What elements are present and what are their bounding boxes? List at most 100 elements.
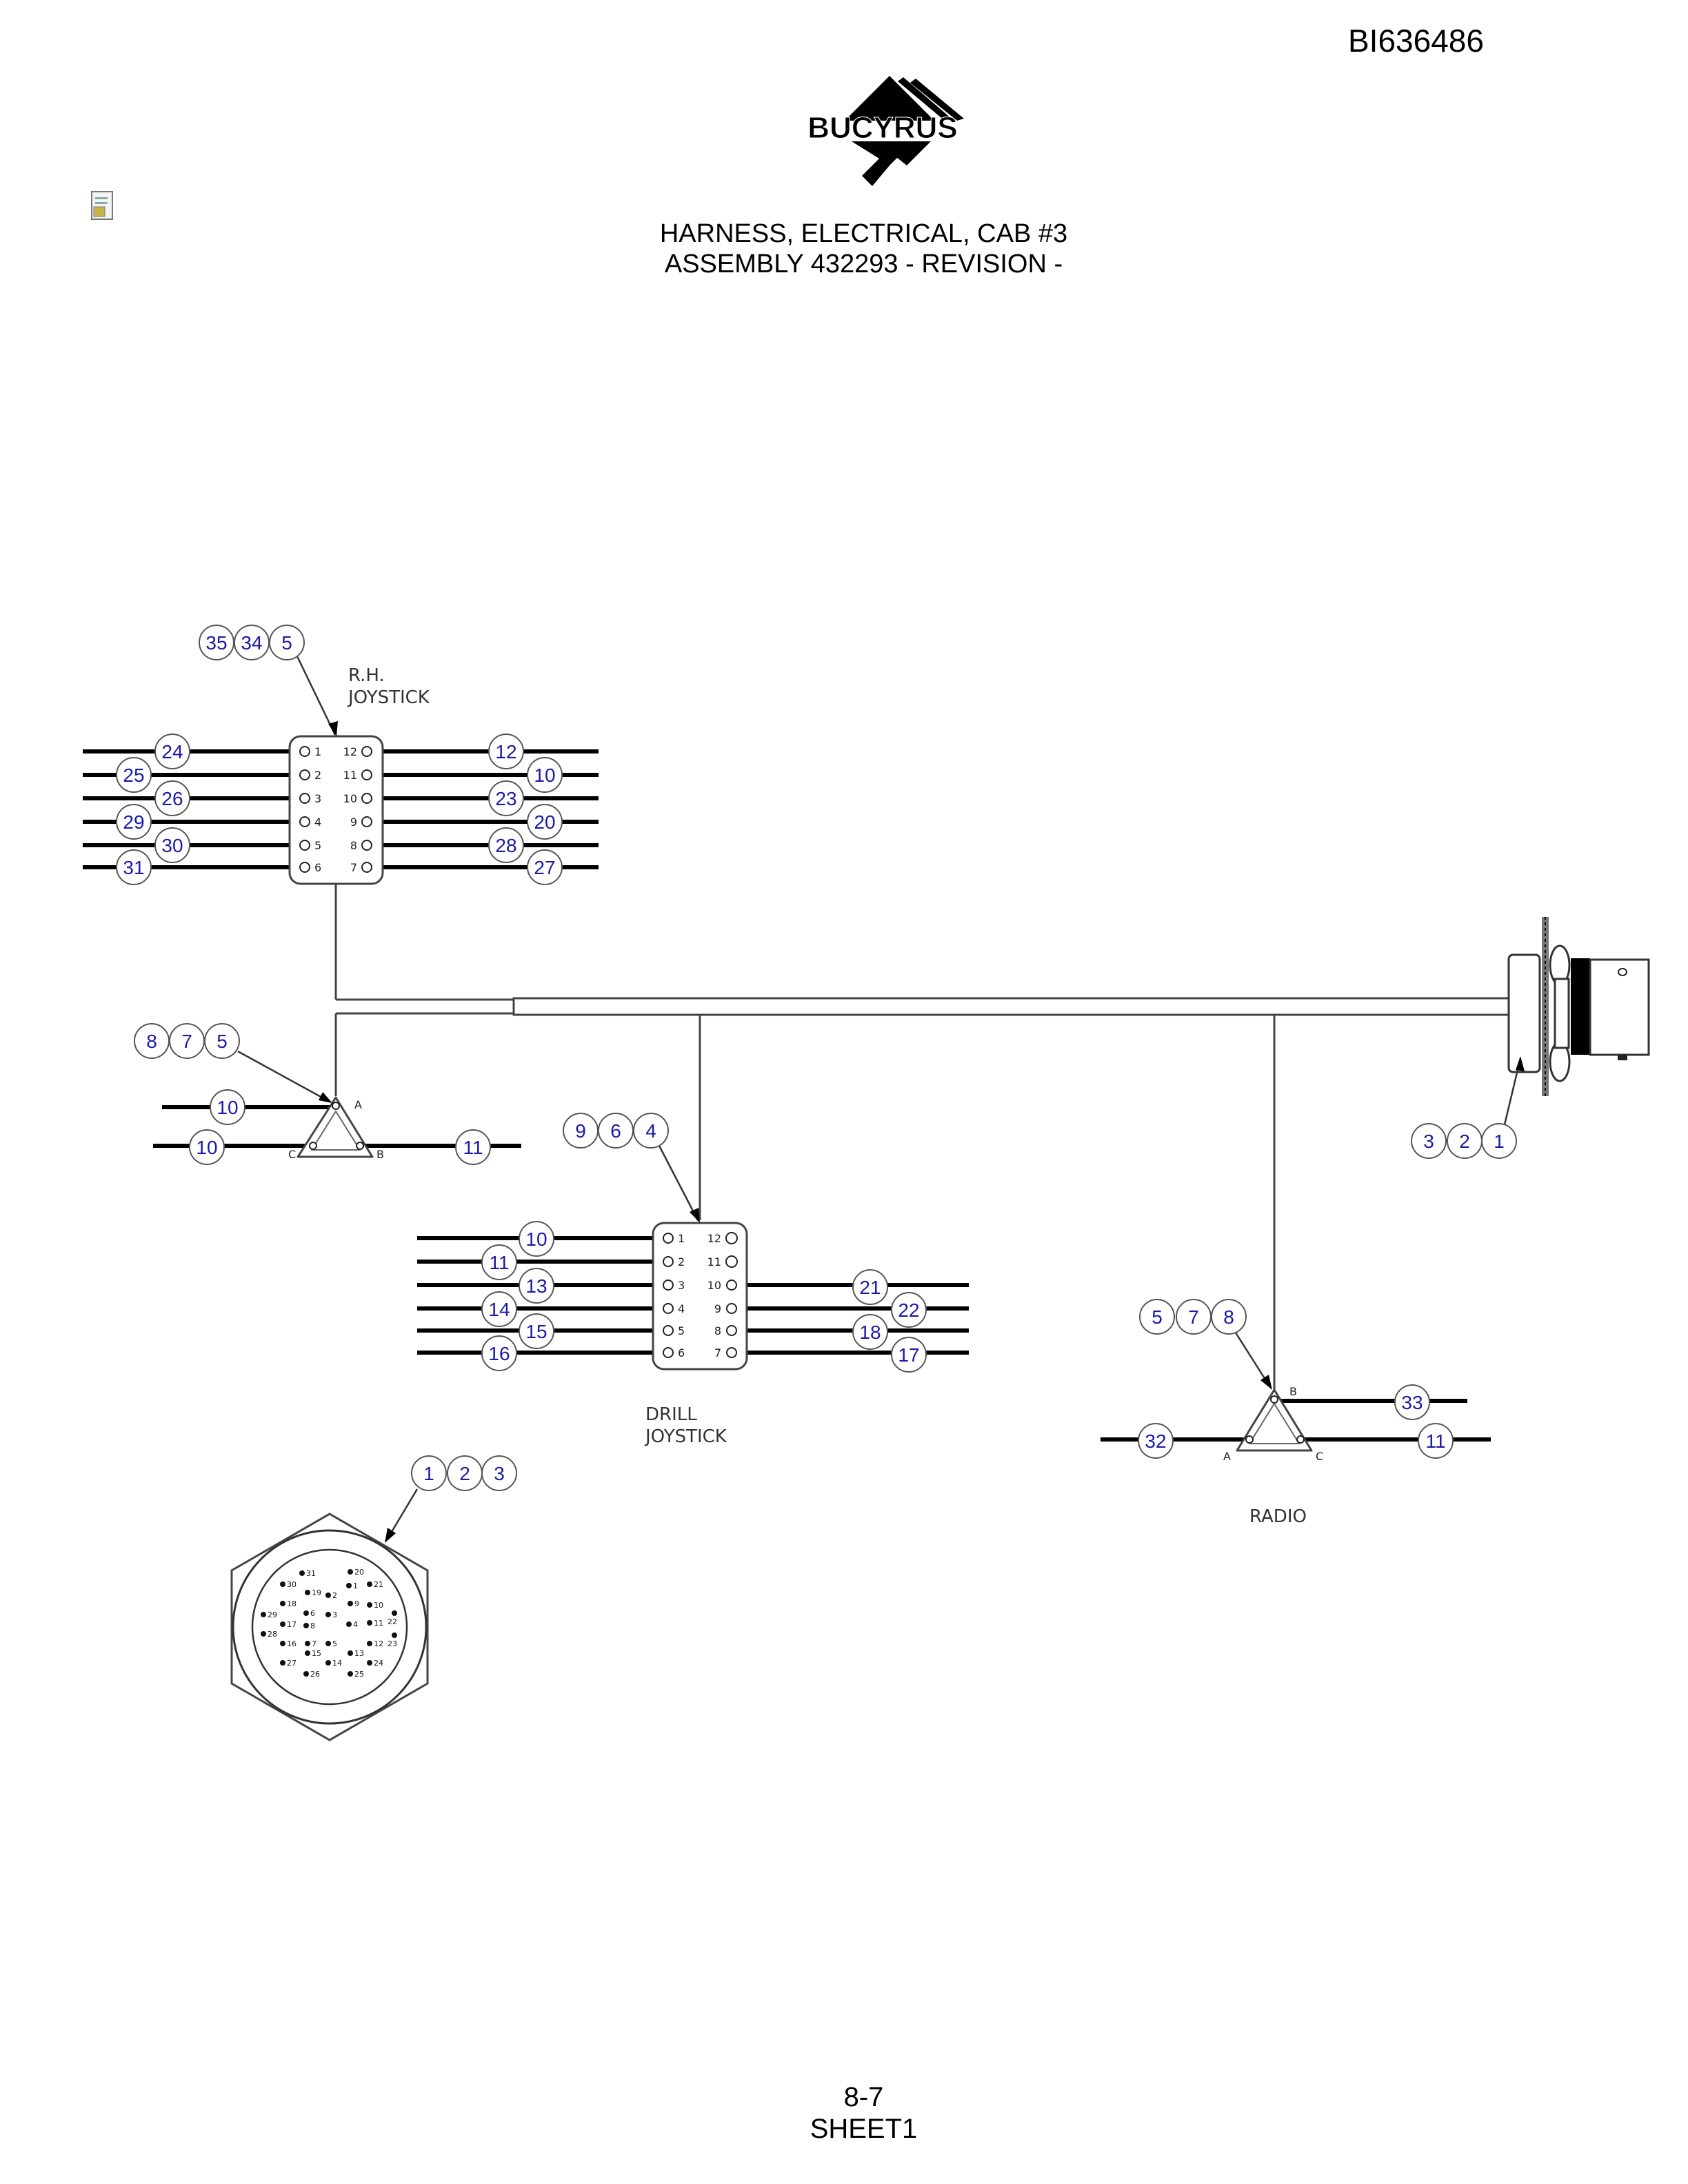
document-icon[interactable] bbox=[90, 190, 117, 222]
wire-callout: 26 bbox=[161, 788, 183, 809]
wire-callout: 31 bbox=[123, 857, 144, 878]
pin-label: 9 bbox=[714, 1302, 721, 1315]
connector-face-view: 31 30 20 19 21 18 29 9 10 17 22 23 8 16 … bbox=[230, 1455, 517, 1741]
pin-label: 6 bbox=[314, 861, 321, 874]
wire-callout: 27 bbox=[534, 857, 555, 878]
part-callout: 8 bbox=[146, 1031, 157, 1052]
sheet-label: SHEET1 bbox=[810, 2114, 918, 2144]
part-callout: 7 bbox=[1188, 1306, 1199, 1328]
pin-number: 6 bbox=[310, 1609, 315, 1618]
pin-label: 4 bbox=[678, 1302, 685, 1315]
pin-number: 12 bbox=[374, 1639, 383, 1648]
drill-joystick-connector: 1 2 3 4 5 6 12 11 10 9 8 7 DRILL JOYSTIC… bbox=[417, 1113, 969, 1447]
rh-joystick-label: JOYSTICK bbox=[347, 687, 430, 708]
pin-number: 19 bbox=[312, 1588, 321, 1597]
pin-number: 4 bbox=[353, 1620, 358, 1629]
radio-label: RADIO bbox=[1249, 1506, 1307, 1527]
wire-callout: 10 bbox=[196, 1137, 217, 1158]
page-number: 8-7 bbox=[843, 2082, 884, 2112]
pin-label: 5 bbox=[314, 839, 321, 852]
pin-label: C bbox=[288, 1148, 296, 1161]
pin-number: 9 bbox=[354, 1599, 359, 1608]
pin-label: 3 bbox=[678, 1279, 685, 1292]
pin-number: 22 bbox=[388, 1617, 397, 1626]
part-callout: 5 bbox=[281, 632, 292, 654]
wire-callout: 32 bbox=[1145, 1430, 1166, 1452]
part-callout: 6 bbox=[610, 1120, 621, 1142]
wire-callout: 16 bbox=[488, 1343, 510, 1364]
pin-number: 27 bbox=[287, 1659, 297, 1668]
logo-wordmark: BUCYRUS bbox=[807, 111, 958, 145]
pin-label: 11 bbox=[707, 1255, 721, 1268]
pin-number: 11 bbox=[374, 1619, 383, 1628]
wire-callout: 14 bbox=[488, 1299, 510, 1320]
pin-label: 9 bbox=[350, 816, 357, 829]
pin-label: 12 bbox=[707, 1232, 721, 1245]
pin-label: A bbox=[1223, 1450, 1231, 1463]
pin-number: 2 bbox=[332, 1591, 337, 1600]
wire-callout: 33 bbox=[1401, 1392, 1423, 1413]
part-callout: 5 bbox=[217, 1031, 228, 1052]
part-callout: 2 bbox=[459, 1463, 470, 1484]
rh-joystick-connector: 1 2 3 4 5 6 12 11 10 9 8 7 R.H. JOYSTICK bbox=[83, 654, 599, 885]
pin-label: C bbox=[1316, 1450, 1323, 1463]
wire-callout: 11 bbox=[1425, 1430, 1445, 1452]
pin-label: 12 bbox=[343, 745, 357, 758]
pin-label: 8 bbox=[714, 1324, 721, 1337]
wire-callout: 12 bbox=[495, 741, 516, 762]
part-callout: 7 bbox=[181, 1031, 192, 1052]
pin-label: 1 bbox=[314, 745, 321, 758]
pin-number: 13 bbox=[354, 1649, 364, 1658]
pin-number: 3 bbox=[332, 1610, 337, 1619]
pin-number: 31 bbox=[306, 1569, 316, 1578]
pin-label: 10 bbox=[707, 1279, 721, 1292]
pin-label: B bbox=[1289, 1385, 1297, 1398]
rh-joystick-label: R.H. bbox=[348, 665, 385, 686]
pin-number: 20 bbox=[354, 1568, 364, 1577]
wire-callout: 28 bbox=[495, 835, 516, 856]
pin-number: 30 bbox=[287, 1580, 297, 1589]
pin-label: 7 bbox=[350, 861, 357, 874]
wire-callout: 10 bbox=[534, 765, 555, 786]
wire-callout: 11 bbox=[463, 1137, 483, 1158]
part-callout: 3 bbox=[494, 1463, 505, 1484]
wire-callout: 15 bbox=[525, 1321, 547, 1342]
pin-number: 29 bbox=[268, 1610, 277, 1619]
pin-number: 5 bbox=[332, 1639, 337, 1648]
pin-number: 28 bbox=[268, 1630, 277, 1639]
pin-number: 24 bbox=[374, 1659, 383, 1668]
part-callout: 9 bbox=[575, 1120, 586, 1142]
pin-number: 14 bbox=[332, 1659, 342, 1668]
part-callout: 1 bbox=[1494, 1131, 1505, 1152]
part-callout: 1 bbox=[423, 1463, 434, 1484]
part-callout: 8 bbox=[1223, 1306, 1234, 1328]
document-id: BI636486 bbox=[1348, 23, 1484, 59]
wire-callout: 25 bbox=[123, 765, 144, 786]
wire-callout: 30 bbox=[161, 835, 183, 856]
pin-number: 23 bbox=[388, 1639, 397, 1648]
pin-label: A bbox=[354, 1098, 362, 1111]
part-callout: 3 bbox=[1423, 1131, 1434, 1152]
pin-label: 5 bbox=[678, 1324, 685, 1337]
wire-callout: 29 bbox=[123, 811, 144, 833]
pin-label: 10 bbox=[343, 792, 357, 805]
pin-number: 15 bbox=[312, 1649, 321, 1658]
wire-callout: 13 bbox=[525, 1275, 547, 1297]
pin-label: 2 bbox=[678, 1255, 685, 1268]
part-callout: 34 bbox=[241, 632, 262, 654]
part-callout: 4 bbox=[645, 1120, 656, 1142]
bucyrus-logo: BUCYRUS bbox=[786, 76, 979, 193]
wire-callout: 23 bbox=[495, 788, 516, 809]
pin-label: 11 bbox=[343, 769, 357, 782]
pin-label: 1 bbox=[678, 1232, 685, 1245]
pin-number: 26 bbox=[310, 1670, 320, 1679]
triangle-connector-a: A C B 8 7 5 10 10 11 bbox=[134, 1023, 521, 1165]
face-pins: 31 30 20 19 21 18 29 9 10 17 22 23 8 16 … bbox=[261, 1568, 397, 1679]
pin-label: 4 bbox=[314, 816, 321, 829]
pin-number: 17 bbox=[287, 1620, 297, 1629]
rh-joystick-callouts: 35 34 5 24 25 26 29 30 31 12 10 23 20 28… bbox=[116, 625, 563, 885]
pin-label: 7 bbox=[714, 1346, 721, 1359]
pin-number: 18 bbox=[287, 1599, 297, 1608]
pin-number: 7 bbox=[312, 1639, 316, 1648]
